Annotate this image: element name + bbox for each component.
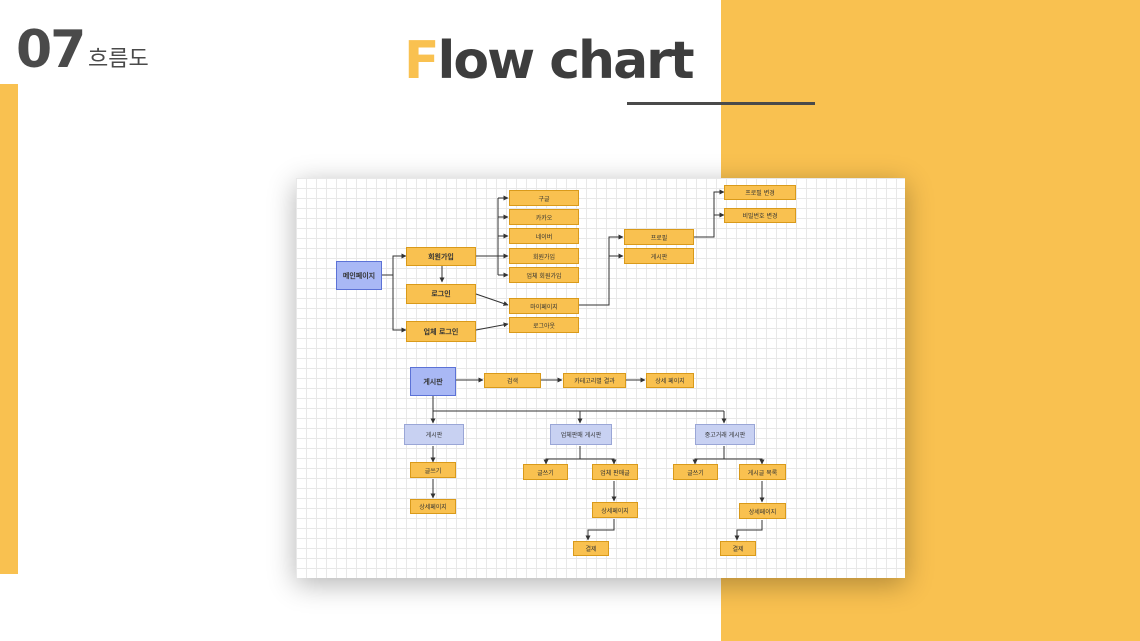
edge-vendor-write [543,446,581,465]
node-signup-google: 구글 [509,190,579,206]
node-signup-kakao: 카카오 [509,209,579,225]
section-number: 07 [16,20,86,80]
node-password-change: 비밀번호 변경 [724,208,796,223]
node-profile: 프로필 [624,229,694,245]
left-accent-bar [0,84,18,574]
node-search: 검색 [484,373,541,388]
node-profile-change: 프로필 변경 [724,185,796,200]
page-title: Flow chart [404,28,695,94]
edge-main-signup [382,253,407,276]
node-category-result: 카테고리별 결과 [563,373,626,388]
node-business-login: 업체 로그인 [406,321,476,342]
node-used-write: 글쓰기 [673,464,718,480]
title-rest: low chart [437,31,695,91]
node-signup-naver: 네이버 [509,228,579,244]
node-mypage-board: 게시판 [624,248,694,264]
edge-used-list [724,458,765,465]
edge-login-mypage [475,293,509,306]
node-general-board: 게시판 [404,424,464,445]
node-login: 로그인 [406,284,476,304]
node-general-detail: 상세페이지 [410,499,456,514]
node-signup: 회원가입 [406,247,476,266]
node-vendor-detail: 상세페이지 [592,502,638,518]
node-general-write: 글쓰기 [410,462,456,478]
edge-mypage-profile [579,234,624,306]
node-main-page: 메인페이지 [336,261,382,290]
node-mypage: 마이페이지 [509,298,579,314]
node-vendor-pay: 결제 [573,541,609,556]
node-detail-page: 상세 페이지 [646,373,694,388]
node-signup-member: 회원가입 [509,248,579,264]
node-vendor-post: 업체 판매글 [592,464,638,480]
node-used-pay: 결제 [720,541,756,556]
title-first-letter: F [404,31,440,91]
edge-vendor-post [580,458,617,465]
edge-used-write [692,446,725,465]
node-used-board: 중고거래 게시판 [695,424,755,445]
edge-business-login-logout [475,322,509,331]
flowchart-diagram: 메인페이지 회원가입 로그인 업체 로그인 구글 카카오 네이버 회원가입 업체… [296,178,905,578]
node-vendor-write: 글쓰기 [523,464,568,480]
edge-vendor-pay [585,519,615,541]
flowchart-connectors [382,189,765,541]
node-board: 게시판 [410,367,456,396]
node-vendor-board: 업체판매 게시판 [550,424,612,445]
edge-used-pay [734,520,763,541]
node-logout: 로그아웃 [509,317,579,333]
node-signup-business: 업체 회원가입 [509,267,579,283]
node-used-list: 게시글 목록 [739,464,786,480]
node-used-detail: 상세페이지 [739,503,786,519]
section-title: 흐름도 [88,47,149,72]
title-underline [627,102,815,105]
edge-main-business-login [392,275,407,333]
